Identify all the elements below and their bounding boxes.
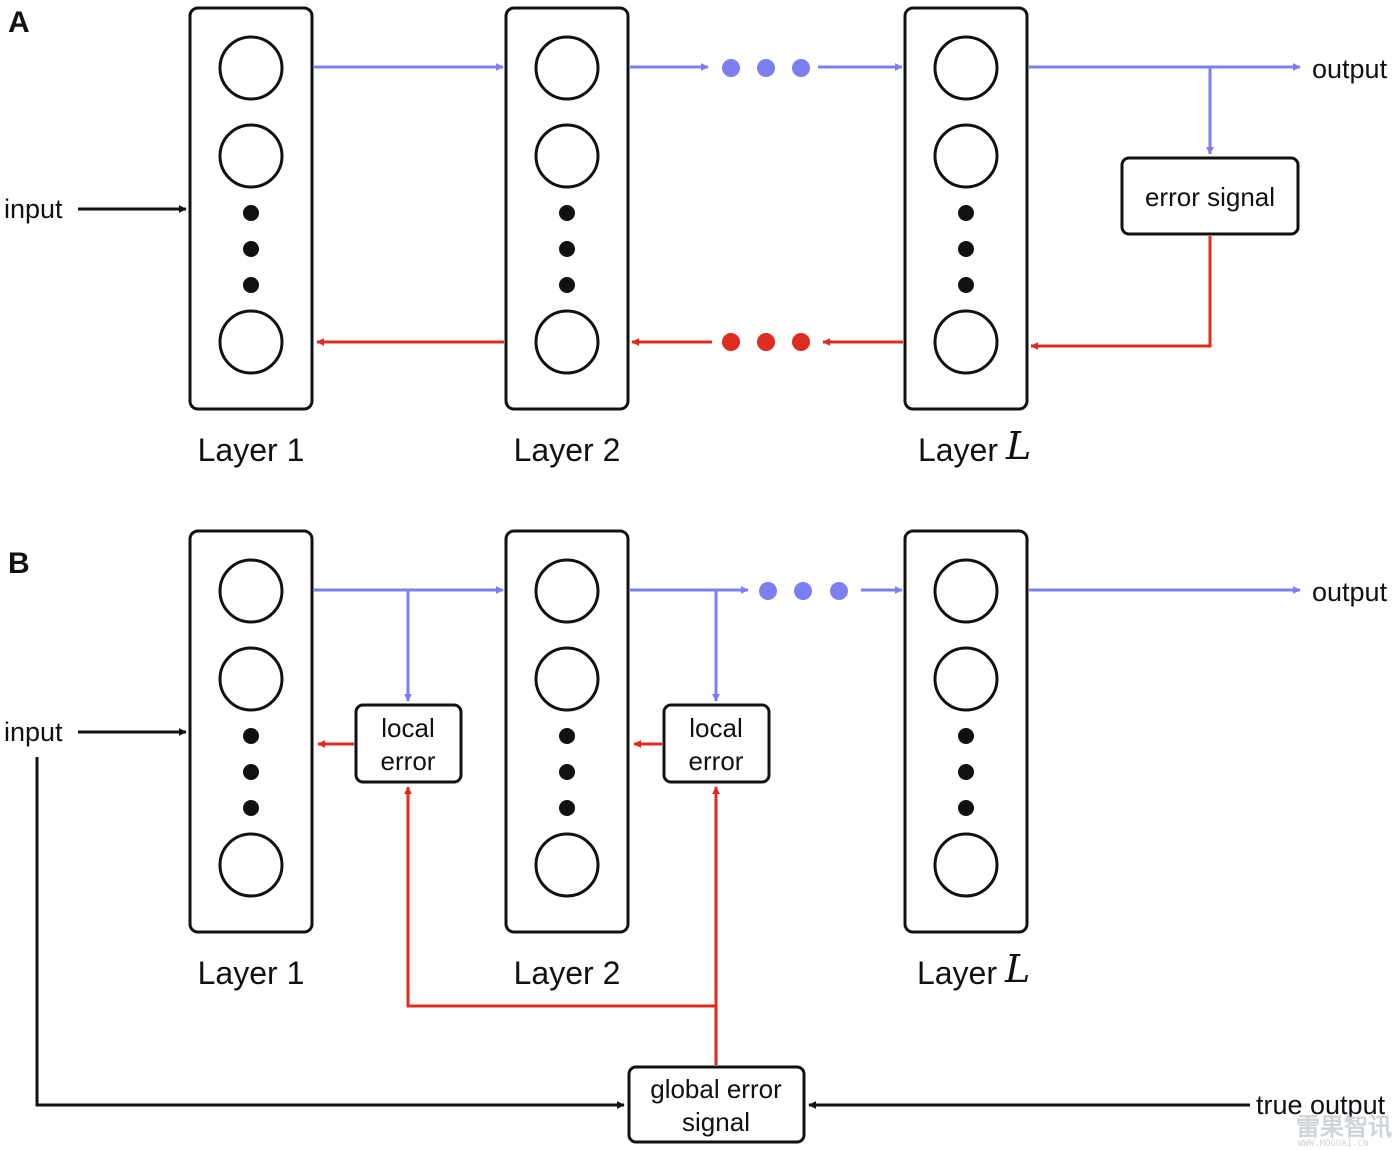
panel-b: B Layer 1 Lay: [4, 529, 1388, 1144]
neuron: [933, 309, 999, 375]
panel-b-true-output-label: true output: [1256, 1090, 1386, 1120]
panel-a-output-label: output: [1312, 54, 1388, 84]
panel-a-letter: A: [8, 6, 30, 39]
panel-a-backward-dot: [792, 333, 810, 351]
panel-b-input-label: input: [4, 717, 63, 747]
panel-b-forward-dot: [794, 582, 812, 600]
global-error-line1: global error: [650, 1074, 782, 1104]
panel-a-layer-2: [504, 6, 630, 411]
panel-a-layer-L-symbol: L: [1005, 424, 1031, 468]
panel-b-layer-2: [504, 529, 630, 934]
panel-b-layer-1-label: Layer 1: [198, 955, 305, 991]
panel-a-backward-dot: [722, 333, 740, 351]
neuron: [933, 646, 999, 712]
panel-b-layer-L-symbol: L: [1004, 947, 1030, 991]
ellipsis-dot: [958, 764, 974, 780]
watermark-sub: WWW.MOGUAI.CN: [1298, 1139, 1368, 1149]
neuron: [933, 832, 999, 898]
ellipsis-dot: [559, 800, 575, 816]
ellipsis-dot: [958, 241, 974, 257]
local-error-2-line2: error: [689, 746, 744, 776]
panel-a-forward-dot: [722, 59, 740, 77]
ellipsis-dot: [243, 277, 259, 293]
neuron: [218, 309, 284, 375]
local-error-box-1: [354, 703, 463, 784]
global-error-box: [627, 1065, 806, 1144]
ellipsis-dot: [559, 277, 575, 293]
neuron: [534, 123, 600, 189]
ellipsis-dot: [243, 241, 259, 257]
ellipsis-dot: [559, 205, 575, 221]
ellipsis-dot: [243, 800, 259, 816]
watermark: 雷果智讯 WWW.MOGUAI.CN: [1296, 1113, 1392, 1149]
panel-a-layer-1: [188, 6, 314, 411]
neuron: [218, 558, 284, 624]
watermark-text: 雷果智讯: [1296, 1113, 1392, 1141]
neuron: [933, 123, 999, 189]
panel-a: A Layer: [4, 6, 1388, 468]
local-error-1-line1: local: [381, 713, 434, 743]
local-error-box-2: [662, 703, 771, 784]
local-error-2-line1: local: [689, 713, 742, 743]
neuron: [534, 35, 600, 101]
panel-a-error-return-arrow: [1030, 236, 1212, 350]
panel-b-letter: B: [8, 547, 30, 580]
neuron: [218, 832, 284, 898]
neuron: [933, 558, 999, 624]
ellipsis-dot: [958, 800, 974, 816]
neuron: [534, 832, 600, 898]
neuron: [218, 123, 284, 189]
panel-a-layer-L-label: Layer: [918, 432, 998, 468]
ellipsis-dot: [243, 764, 259, 780]
panel-a-layer-L: [903, 6, 1029, 411]
panel-b-output-label: output: [1312, 577, 1388, 607]
ellipsis-dot: [559, 764, 575, 780]
error-signal-label: error signal: [1145, 182, 1275, 212]
panel-a-backward-dot: [757, 333, 775, 351]
panel-a-forward-dot: [792, 59, 810, 77]
ellipsis-dot: [559, 241, 575, 257]
global-error-line2: signal: [682, 1107, 750, 1137]
panel-a-forward-dot: [757, 59, 775, 77]
panel-b-layer-L-label: Layer: [917, 955, 997, 991]
ellipsis-dot: [958, 277, 974, 293]
ellipsis-dot: [958, 728, 974, 744]
panel-b-layer-1: [188, 529, 314, 934]
panel-b-layer-2-label: Layer 2: [514, 955, 621, 991]
panel-b-global-to-local-1-arrow: [404, 786, 716, 1008]
neuron: [534, 558, 600, 624]
panel-a-layer-2-label: Layer 2: [514, 432, 621, 468]
panel-a-layer-1-label: Layer 1: [198, 432, 305, 468]
ellipsis-dot: [958, 205, 974, 221]
neuron: [534, 646, 600, 712]
local-error-1-line2: error: [381, 746, 436, 776]
error-signal-box: [1120, 156, 1300, 236]
neuron: [933, 35, 999, 101]
panel-b-forward-dot: [830, 582, 848, 600]
panel-b-input-to-global-arrow: [35, 757, 625, 1109]
ellipsis-dot: [243, 728, 259, 744]
neuron: [218, 35, 284, 101]
panel-a-input-label: input: [4, 194, 63, 224]
neuron: [218, 646, 284, 712]
neuron: [534, 309, 600, 375]
ellipsis-dot: [559, 728, 575, 744]
panel-b-layer-L: [903, 529, 1029, 934]
ellipsis-dot: [243, 205, 259, 221]
panel-b-forward-dot: [759, 582, 777, 600]
